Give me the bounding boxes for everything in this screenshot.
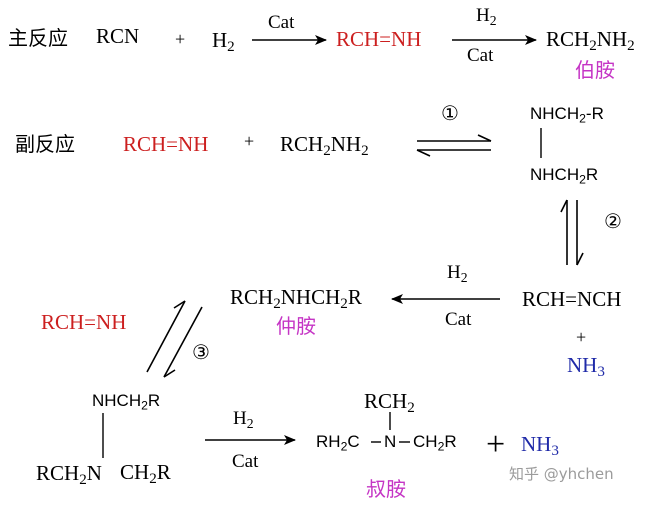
tertiary-left-group: RH2C	[316, 432, 360, 454]
watermark: 知乎 @yhchen	[509, 465, 614, 483]
equilibrium-arrow-3	[146, 300, 203, 378]
main-reaction-label: 主反应	[8, 26, 68, 50]
plus-sign: +	[175, 29, 186, 49]
catalyst-label-4: Cat	[232, 451, 259, 472]
schiff-base: RCH=NCH	[522, 287, 622, 311]
tertiary-nitrogen: N	[384, 432, 397, 451]
reactant-h2: H2	[212, 28, 235, 56]
primary-amine: RCH2NH2	[546, 27, 635, 55]
ammonia-1: NH3	[567, 353, 605, 381]
step-3-marker: ③	[192, 342, 210, 364]
tertiary-right-group: CH2R	[413, 432, 457, 454]
catalyst-label-2: Cat	[467, 45, 494, 66]
adduct2-bottom-right: CH2R	[120, 460, 171, 488]
catalyst-label-1: Cat	[268, 12, 295, 33]
adduct2-bottom-left: RCH2N	[36, 461, 102, 489]
condition-h2-3: H2	[447, 262, 468, 285]
side-amine: RCH2NH2	[280, 132, 369, 160]
primary-amine-name: 伯胺	[575, 58, 615, 82]
side-imine-2: RCH=NH	[41, 310, 127, 334]
tertiary-top-group: RCH2	[364, 389, 415, 417]
ammonia-2: NH3	[521, 432, 559, 460]
side-plus: +	[244, 131, 255, 151]
tertiary-amine-name: 叔胺	[366, 477, 406, 501]
condition-h2-4: H2	[233, 408, 254, 431]
side-reaction-label: 副反应	[15, 132, 75, 156]
secondary-amine: RCH2NHCH2R	[230, 285, 362, 313]
equilibrium-arrow-1	[416, 134, 492, 157]
schiff-plus: +	[576, 327, 587, 347]
step-1-marker: ①	[441, 103, 459, 125]
adduct2-top: NHCH2R	[92, 391, 161, 413]
side-imine: RCH=NH	[123, 132, 209, 156]
reactant-rcn: RCN	[96, 24, 140, 48]
adduct-bottom: NHCH2R	[530, 165, 599, 187]
adduct-top: NHCH2-R	[530, 104, 604, 126]
secondary-amine-name: 仲胺	[276, 314, 316, 338]
step-2-marker: ②	[604, 211, 622, 233]
catalyst-label-3: Cat	[445, 309, 472, 330]
equilibrium-arrow-2	[560, 199, 584, 266]
condition-h2-2: H2	[476, 5, 497, 28]
intermediate-imine: RCH=NH	[336, 27, 422, 51]
tertiary-plus: +	[486, 426, 506, 463]
